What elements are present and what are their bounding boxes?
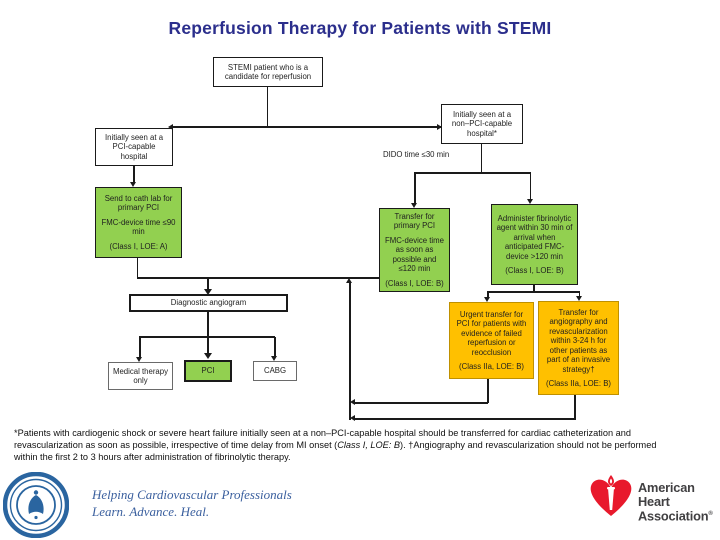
node-action: Transfer for angiography and revasculari… <box>546 307 611 374</box>
arrowhead-down <box>130 182 137 187</box>
node-text: Diagnostic angiogram <box>170 298 247 308</box>
connector-line <box>355 402 488 404</box>
connector-line <box>206 337 210 353</box>
arrowhead-down <box>527 199 533 204</box>
dido-time-label: DIDO time ≤30 min <box>383 150 450 159</box>
arrowhead-down <box>203 289 212 295</box>
connector-line <box>267 87 269 127</box>
aha-word-american: American <box>638 480 695 495</box>
connector-line <box>530 173 532 199</box>
node-text: Initially seen at a non–PCI-capable hosp… <box>451 109 513 138</box>
connector-line <box>487 379 489 403</box>
connector-line <box>574 395 576 420</box>
connector-line <box>414 173 416 203</box>
footnote-italic: Class I, LOE: B <box>337 440 401 451</box>
arrowhead-down <box>136 357 143 362</box>
arrowhead-right <box>437 123 442 130</box>
connector-line <box>533 285 535 292</box>
node-text: Initially seen at a PCI-capable hospital <box>104 132 164 161</box>
connector-line <box>481 144 483 173</box>
node-text: PCI <box>201 366 215 376</box>
node-medical-therapy: Medical therapy only <box>108 362 173 390</box>
node-send-to-cath-lab: Send to cath lab for primary PCI FMC-dev… <box>95 187 182 258</box>
arrowhead-left <box>168 123 173 130</box>
node-text: Medical therapy only <box>112 366 169 386</box>
node-text: CABG <box>263 366 287 376</box>
node-cabg: CABG <box>253 361 297 381</box>
node-administer-fibrinolytic: Administer fibrinolytic agent within 30 … <box>491 204 578 285</box>
connector-line <box>355 418 575 420</box>
node-stemi-patient: STEMI patient who is a candidate for rep… <box>213 57 323 87</box>
arrowhead-down <box>484 297 491 302</box>
node-pci-capable-hospital: Initially seen at a PCI-capable hospital <box>95 128 173 166</box>
node-class: (Class I, LOE: B) <box>505 266 564 275</box>
connector-line <box>349 282 351 420</box>
node-non-pci-capable-hospital: Initially seen at a non–PCI-capable hosp… <box>441 104 523 144</box>
connector-line <box>487 292 489 297</box>
connector-line <box>171 126 442 128</box>
acc-logo-icon <box>3 472 69 538</box>
arrowhead-up <box>346 277 353 283</box>
arrowhead-down <box>411 203 418 208</box>
node-pci: PCI <box>184 360 232 382</box>
node-text: STEMI patient who is a candidate for rep… <box>224 62 312 82</box>
node-class: (Class I, LOE: A) <box>109 241 168 251</box>
acc-tagline: Helping Cardiovascular Professionals Lea… <box>92 486 292 520</box>
connector-line <box>274 337 276 356</box>
connector-line <box>487 291 581 293</box>
node-urgent-transfer-pci: Urgent transfer for PCI for patients wit… <box>449 302 534 379</box>
node-action: Administer fibrinolytic agent within 30 … <box>496 213 573 261</box>
connector-line <box>414 172 532 174</box>
node-time: FMC-device time ≤90 min <box>101 217 176 237</box>
arrowhead-down <box>576 296 582 301</box>
node-action: Urgent transfer for PCI for patients wit… <box>456 309 527 357</box>
aha-wordmark: American Heart Association® <box>638 481 713 523</box>
node-class: (Class I, LOE: B) <box>385 278 444 288</box>
aha-heart-torch-icon <box>590 475 632 516</box>
arrowhead-left <box>350 399 356 406</box>
connector-line <box>139 337 141 357</box>
footnote-text: *Patients with cardiogenic shock or seve… <box>14 428 631 451</box>
aha-word-heart: Heart <box>638 493 670 509</box>
node-action: Transfer for primary PCI <box>393 211 436 231</box>
page-title: Reperfusion Therapy for Patients with ST… <box>168 18 552 38</box>
connector-line <box>137 258 139 278</box>
node-class: (Class IIa, LOE: B) <box>459 362 524 371</box>
footnote-text: ). †Angiography and revascularization sh… <box>14 440 657 463</box>
connector-line <box>579 292 581 296</box>
node-time: FMC-device time as soon as possible and … <box>385 235 444 274</box>
aha-word-association: Association® <box>638 508 713 524</box>
arrowhead-down <box>203 353 212 359</box>
connector-line <box>139 336 276 338</box>
node-action: Send to cath lab for primary PCI <box>104 193 173 213</box>
node-transfer-angiography: Transfer for angiography and revasculari… <box>538 301 619 395</box>
footnote: *Patients with cardiogenic shock or seve… <box>14 427 682 463</box>
connector-line <box>137 277 379 279</box>
acc-tagline-line1: Helping Cardiovascular Professionals <box>92 487 292 502</box>
connector-line <box>206 278 210 291</box>
connector-line <box>206 312 210 337</box>
arrowhead-left <box>350 415 356 422</box>
node-transfer-primary-pci: Transfer for primary PCI FMC-device time… <box>379 208 450 292</box>
node-class: (Class IIa, LOE: B) <box>546 379 611 388</box>
arrowhead-down <box>271 356 278 361</box>
node-diagnostic-angiogram: Diagnostic angiogram <box>129 294 288 312</box>
acc-tagline-line2: Learn. Advance. Heal. <box>92 504 210 519</box>
connector-line <box>133 166 135 182</box>
registered-mark: ® <box>708 511 713 517</box>
